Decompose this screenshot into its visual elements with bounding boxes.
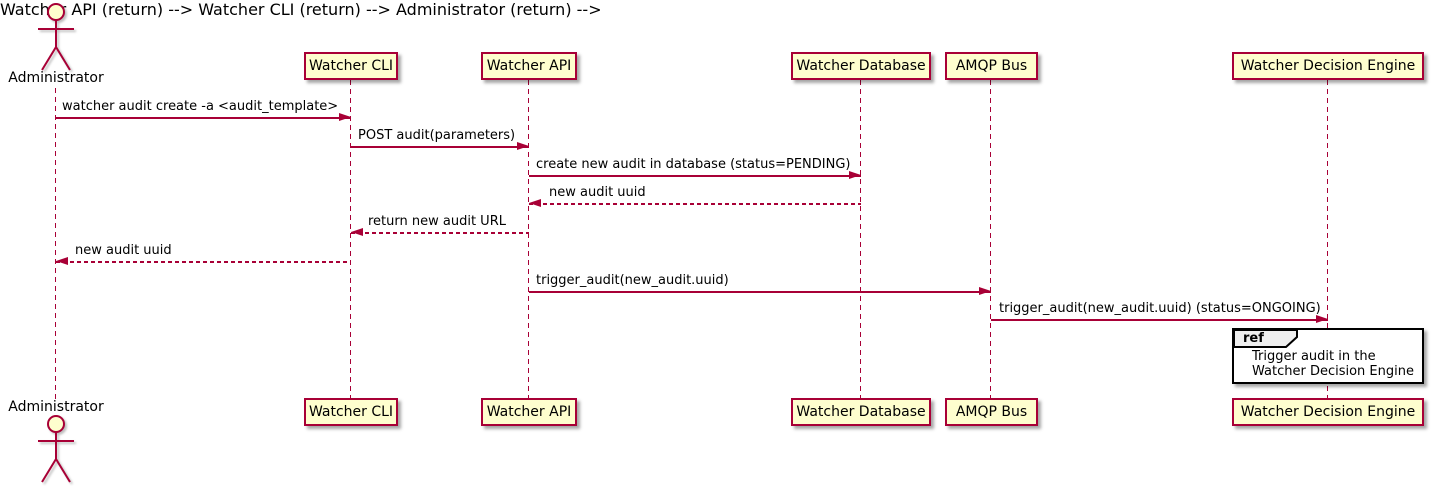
ref-fragment: ref Trigger audit in the Watcher Decisio… [1232,328,1424,384]
lifeline-watcher-database [860,80,861,398]
message-line [56,117,351,119]
ref-text-line1: Trigger audit in the [1252,349,1376,364]
message-label: POST audit(parameters) [358,128,516,143]
participant-watcher-decision-engine-top: Watcher Decision Engine [1232,52,1424,80]
participant-watcher-database-bottom: Watcher Database [791,398,931,426]
actor-icon [38,3,74,71]
message-line [56,261,351,263]
arrowhead-right-icon [979,287,991,295]
participant-amqp-bus-bottom: AMQP Bus [945,398,1038,426]
message-label: trigger_audit(new_audit.uuid) [536,273,729,288]
message-label: new audit uuid [549,185,646,200]
ref-text: Trigger audit in the Watcher Decision En… [1252,349,1414,379]
ref-text-line2: Watcher Decision Engine [1252,364,1414,379]
message-label: watcher audit create -a <audit_template> [62,99,339,114]
arrowhead-right-icon [339,113,351,121]
ref-tag-icon [1234,330,1298,348]
participant-watcher-cli-bottom: Watcher CLI [304,398,398,426]
arrowhead-left-icon [529,199,541,207]
message-line [991,319,1328,321]
actor-icon [38,415,74,483]
lifeline-watcher-decision-engine [1327,80,1328,398]
message-label: return new audit URL [368,214,506,229]
message-line [529,175,861,177]
arrowhead-right-icon [849,171,861,179]
participant-watcher-api-bottom: Watcher API [481,398,577,426]
actor-label-top: Administrator [8,70,104,86]
message-line [529,291,991,293]
lifeline-administrator [55,88,56,400]
message-line [351,232,529,234]
arrowhead-left-icon [56,257,68,265]
lifeline-watcher-api [528,80,529,398]
message-label: trigger_audit(new_audit.uuid) (status=ON… [999,301,1321,316]
participant-watcher-api-top: Watcher API [481,52,577,80]
arrowhead-right-icon [517,142,529,150]
lifeline-amqp-bus [990,80,991,398]
actor-label-bottom: Administrator [8,399,104,415]
participant-watcher-database-top: Watcher Database [791,52,931,80]
participant-watcher-decision-engine-bottom: Watcher Decision Engine [1232,398,1424,426]
ref-keyword: ref [1243,331,1264,346]
arrowhead-left-icon [351,228,363,236]
message-label: new audit uuid [75,243,172,258]
message-line [351,146,529,148]
arrowhead-right-icon [1316,315,1328,323]
lifeline-watcher-cli [350,80,351,398]
participant-amqp-bus-top: AMQP Bus [945,52,1038,80]
message-line [529,203,861,205]
participant-watcher-cli-top: Watcher CLI [304,52,398,80]
message-label: create new audit in database (status=PEN… [536,157,851,172]
